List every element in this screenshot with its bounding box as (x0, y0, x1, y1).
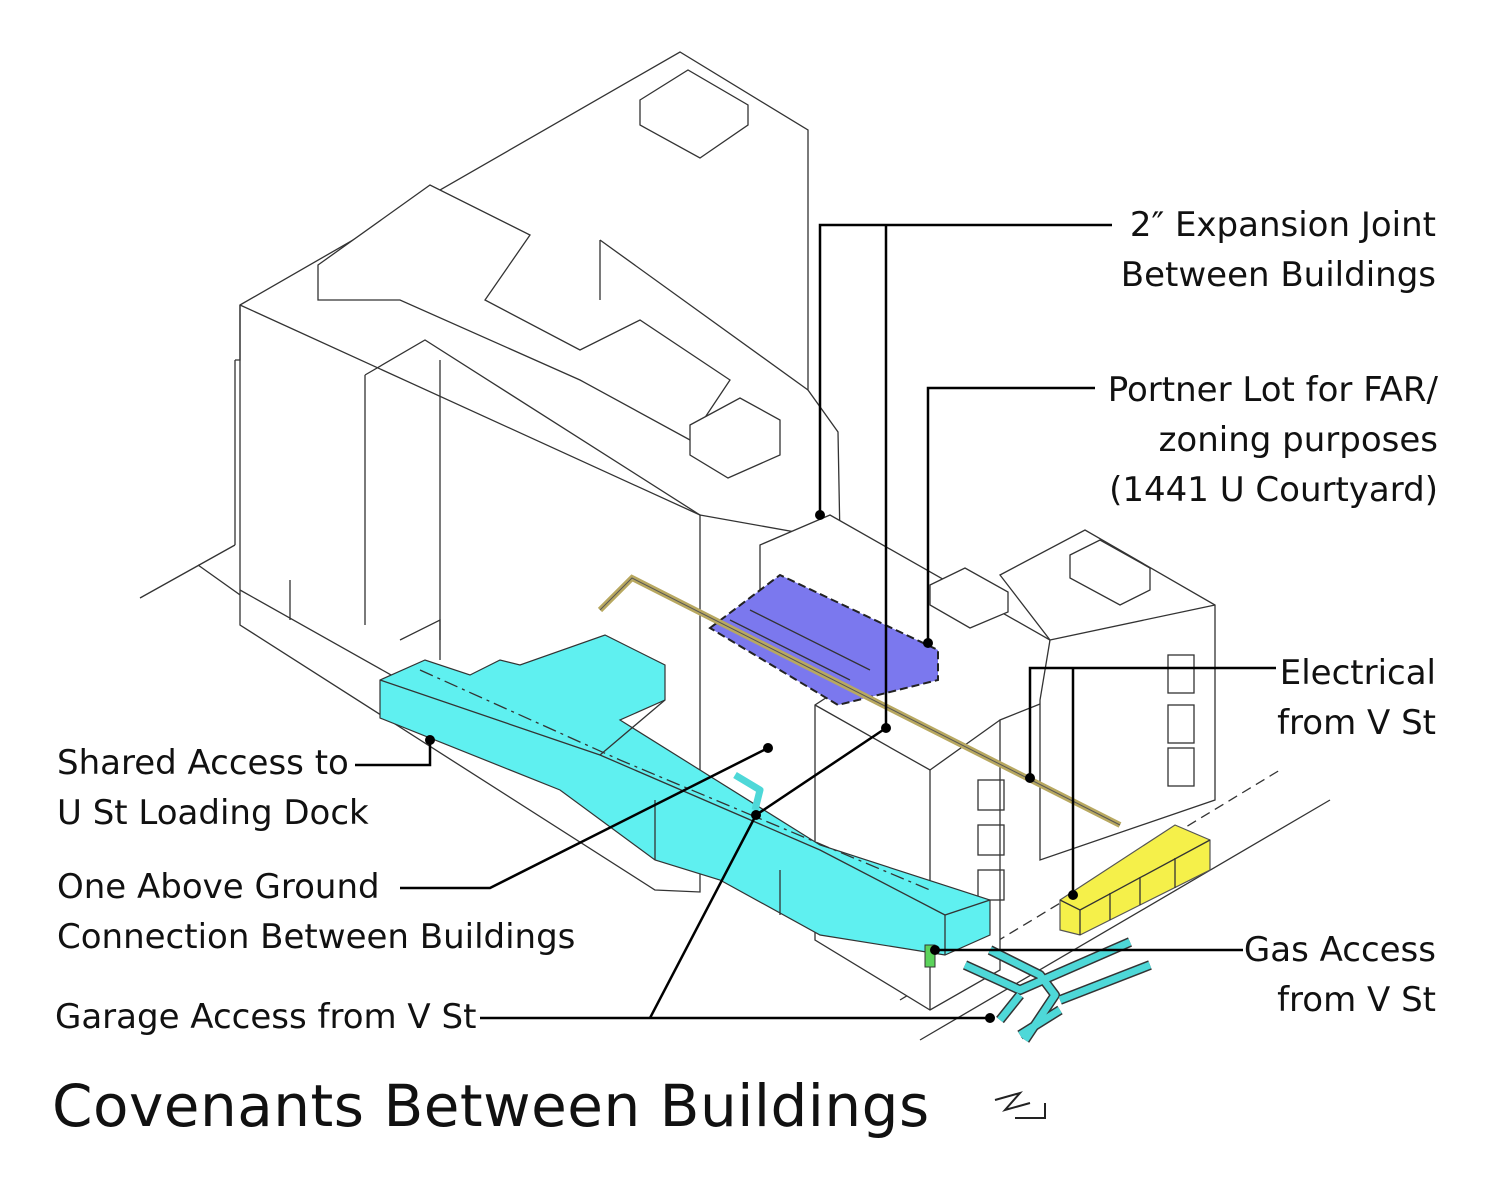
label-line: One Above Ground (57, 867, 380, 907)
gas-routes (962, 937, 1152, 1043)
label-line: zoning purposes (1158, 420, 1438, 460)
gas-meter (924, 944, 936, 968)
label-line: (1441 U Courtyard) (1109, 470, 1438, 510)
label-expansion-joint: 2″ Expansion Joint Between Buildings (1121, 200, 1436, 300)
label-gas: Gas Access from V St (1244, 925, 1436, 1025)
label-line: Between Buildings (1120, 255, 1436, 295)
label-line: Connection Between Buildings (57, 917, 576, 957)
leader-lines (355, 223, 1276, 1023)
label-line: Portner Lot for FAR/ (1107, 370, 1438, 410)
label-line: from V St (1277, 980, 1436, 1020)
label-line: from V St (1277, 703, 1436, 743)
label-line: 2″ Expansion Joint (1129, 205, 1436, 245)
label-portner-lot: Portner Lot for FAR/ zoning purposes (14… (1108, 365, 1438, 515)
label-line: Gas Access (1243, 930, 1436, 970)
north-arrow-icon (994, 1091, 1046, 1119)
gas-routes-fill (733, 771, 1152, 1042)
label-electrical: Electrical from V St (1277, 648, 1436, 748)
label-line: Garage Access from V St (55, 997, 477, 1037)
label-connection: One Above Ground Connection Between Buil… (57, 862, 575, 962)
label-line: Shared Access to (57, 743, 349, 783)
label-garage: Garage Access from V St (55, 992, 476, 1042)
diagram-title: Covenants Between Buildings (52, 1072, 930, 1140)
label-line: Electrical (1279, 653, 1436, 693)
expansion-joint-strip (597, 574, 1122, 828)
label-line: U St Loading Dock (57, 793, 369, 833)
electrical-volume (1059, 824, 1211, 936)
portner-lot-area (708, 573, 939, 707)
shared-access-volume (379, 634, 991, 956)
right-building (999, 529, 1216, 861)
label-shared-access: Shared Access to U St Loading Dock (57, 738, 369, 838)
